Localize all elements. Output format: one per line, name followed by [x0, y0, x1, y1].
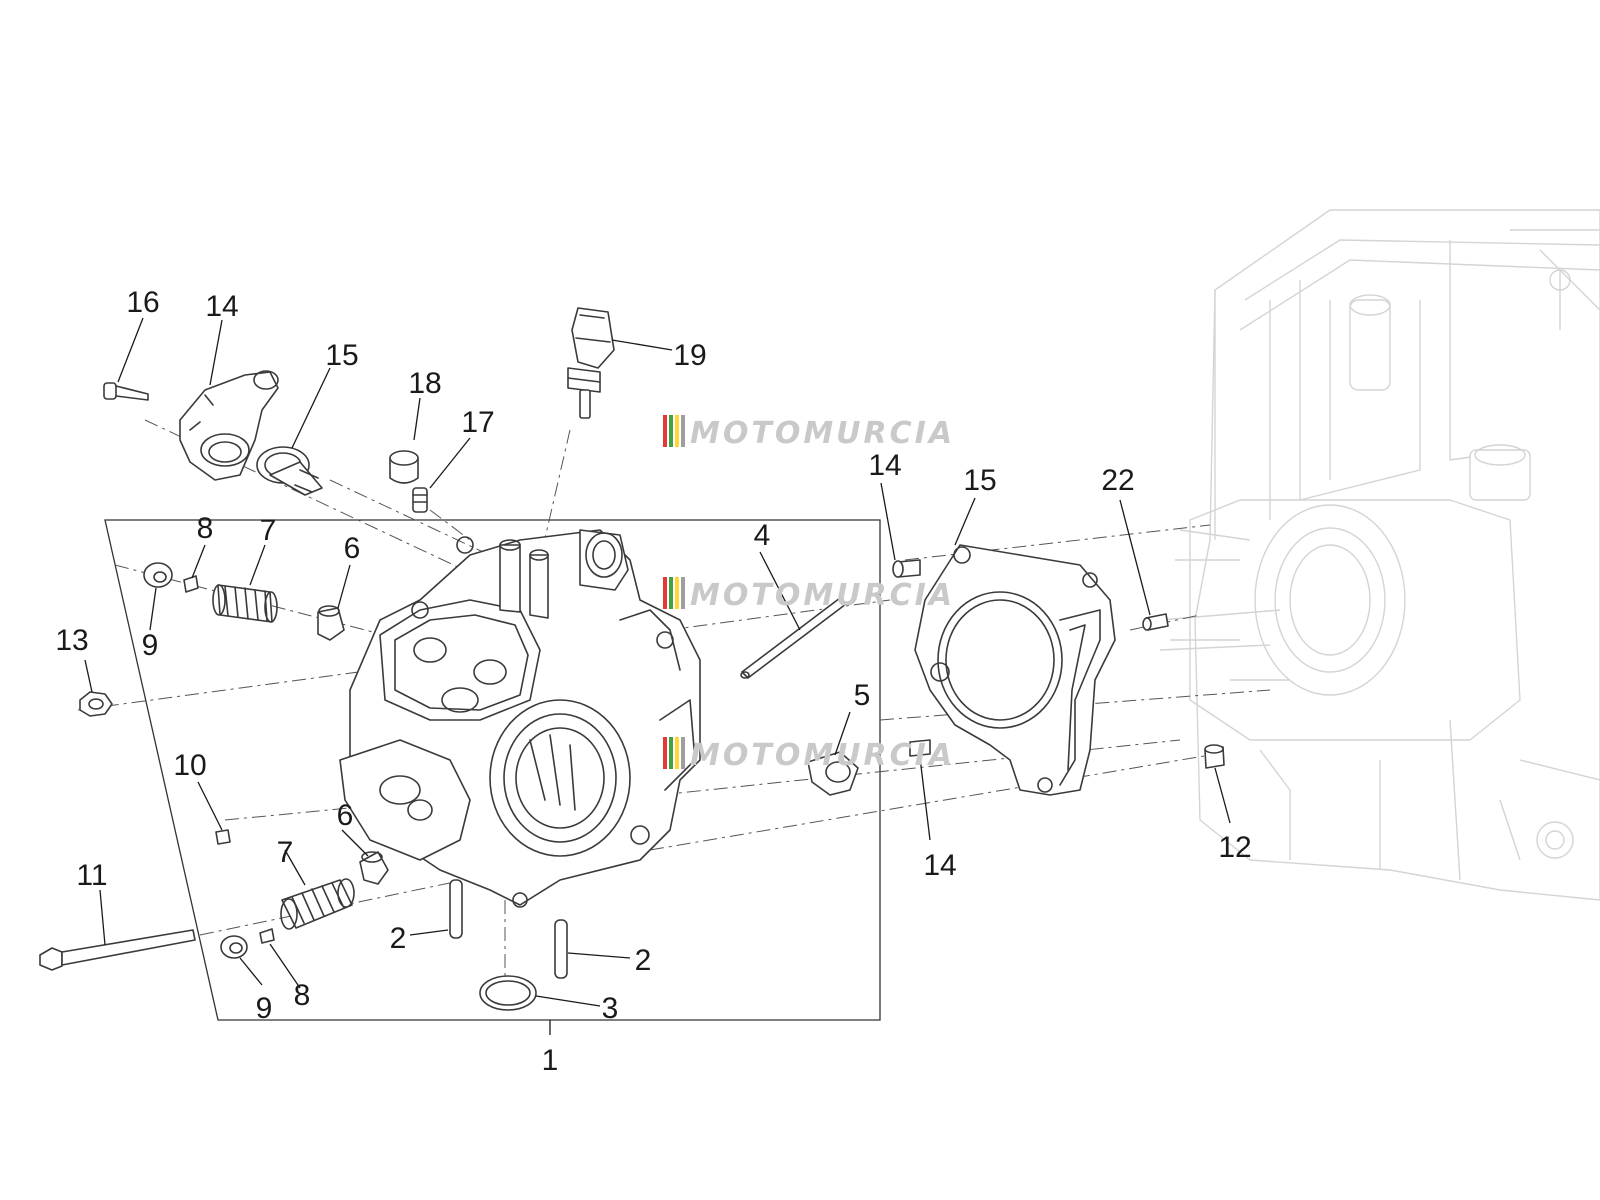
engine-block-ghost: [1159, 209, 1600, 901]
cylinder-head-part-1: [339, 529, 701, 908]
callout-14-upper: 14: [868, 449, 901, 482]
valve-retainer-part-9-lower: [220, 935, 248, 959]
bolt-part-18: [103, 382, 149, 401]
callout-18: 16: [126, 286, 159, 319]
callout-21: 19: [673, 339, 706, 372]
bleed-screw-part-19: [412, 487, 428, 513]
callout-3: 3: [602, 992, 619, 1025]
callout-22: 22: [1101, 464, 1134, 497]
svg-text:MOTOMURCIA: MOTOMURCIA: [690, 416, 955, 451]
stud-part-4: [740, 597, 847, 679]
dowel-part-12: [1204, 744, 1225, 769]
callout-2-right: 2: [635, 944, 652, 977]
callout-19: 17: [461, 406, 494, 439]
callout-11: 11: [76, 859, 107, 892]
head-gasket-part-15: [914, 544, 1116, 796]
pin-part-10: [215, 829, 231, 845]
callout-13: 13: [55, 624, 88, 657]
o-ring-part-3: [479, 975, 537, 1011]
valve-cotter-part-8-lower: [259, 928, 275, 944]
callout-1: 1: [542, 1044, 559, 1077]
cap-part-20: [389, 450, 419, 484]
svg-text:MOTOMURCIA: MOTOMURCIA: [690, 578, 955, 613]
plug-part-5: [807, 751, 859, 796]
callout-9-upper: 9: [142, 629, 159, 662]
valve-seal-part-6-lower: [359, 851, 389, 885]
callout-labels: 16 14 15 18 17 19 8 7 6 9 4 13 5 10 6 7 …: [55, 286, 1251, 1077]
callout-6-upper: 6: [344, 532, 361, 565]
nut-part-13: [79, 691, 113, 717]
callout-16: 14: [205, 290, 238, 323]
callout-6-lower: 6: [337, 799, 354, 832]
callout-4: 4: [754, 519, 771, 552]
guide-pin-part-2-right: [554, 919, 568, 979]
callout-20: 18: [408, 367, 441, 400]
callout-8-lower: 8: [294, 979, 311, 1012]
callout-5: 5: [854, 679, 871, 712]
watermark-top: MOTOMURCIA: [663, 415, 955, 451]
dowel-part-14-lower: [909, 739, 931, 757]
valve-spring-part-7-upper: [212, 584, 278, 623]
callout-9-lower: 9: [256, 992, 273, 1025]
dowel-part-22: [1142, 613, 1169, 631]
valve-spring-part-7-lower: [280, 878, 355, 930]
thermostat-part-17: [256, 446, 323, 496]
valve-cotter-part-8-upper: [183, 575, 199, 593]
callout-17: 15: [325, 339, 358, 372]
kit-frame: [104, 519, 881, 1021]
callout-7-lower: 7: [277, 836, 294, 869]
svg-text:MOTOMURCIA: MOTOMURCIA: [690, 738, 955, 773]
leader-lines: [84, 317, 1231, 1035]
valve-seal-part-6-upper: [317, 605, 345, 641]
dowel-part-14-upper: [892, 559, 921, 578]
callout-12: 12: [1218, 831, 1251, 864]
callout-8-upper: 8: [197, 512, 214, 545]
guide-pin-part-2-left: [449, 879, 463, 939]
thermostat-housing-part-16: [179, 370, 279, 481]
valve-retainer-part-9-upper: [143, 562, 173, 588]
watermark-middle: MOTOMURCIA: [663, 577, 955, 613]
watermark-lower: MOTOMURCIA: [663, 737, 955, 773]
temperature-sensor-part-21: [567, 307, 615, 419]
callout-7-upper: 7: [260, 514, 277, 547]
callout-2-left: 2: [390, 922, 407, 955]
callout-14-lower: 14: [923, 849, 956, 882]
callout-10: 10: [173, 749, 206, 782]
bolt-part-11: [39, 929, 196, 971]
callout-15: 15: [963, 464, 996, 497]
